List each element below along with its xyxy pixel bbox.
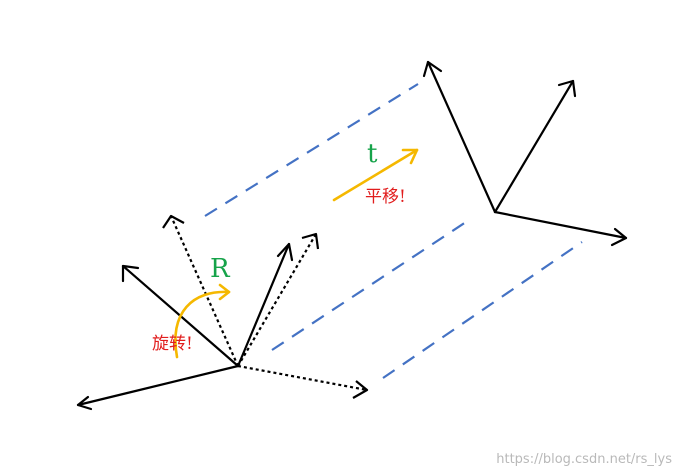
translated-axis-3 (493, 210, 628, 240)
guide-line-middle (271, 221, 467, 351)
original-y-arrowhead (121, 264, 140, 283)
curved-arrow-icon (174, 283, 231, 359)
translated-axis-3-arrowhead (610, 227, 628, 247)
original-z-axis (236, 242, 291, 368)
translation-symbol: t (367, 139, 378, 169)
original-frame (76, 242, 294, 411)
watermark: https://blog.csdn.net/rs_lys (496, 452, 672, 467)
rotated-axis-2-arrowhead (301, 232, 320, 250)
rotated-axis-1-arrowhead (162, 214, 185, 229)
translated-axis-1-arrowhead (422, 60, 443, 78)
rotated-axis-2 (237, 233, 317, 367)
translated-frame (422, 60, 628, 247)
rotated-axis-3-arrowhead (352, 380, 369, 399)
guide-line-top (204, 83, 419, 217)
translated-axis-1 (426, 60, 497, 214)
rotation-symbol: R (210, 254, 231, 284)
rotated-frame (162, 214, 369, 399)
guide-line-bottom (382, 241, 583, 379)
translation-guides (204, 83, 583, 379)
original-x-axis (76, 364, 240, 407)
rotation-annotation: 旋转! (152, 334, 193, 354)
rotated-axis-3 (237, 364, 368, 392)
translated-axis-2 (493, 79, 575, 214)
translation-annotation: 平移! (365, 187, 406, 207)
translated-axis-2-arrowhead (557, 79, 577, 98)
original-z-arrowhead (276, 242, 294, 262)
straight-arrow-icon (332, 148, 419, 202)
original-x-arrowhead (76, 395, 93, 411)
